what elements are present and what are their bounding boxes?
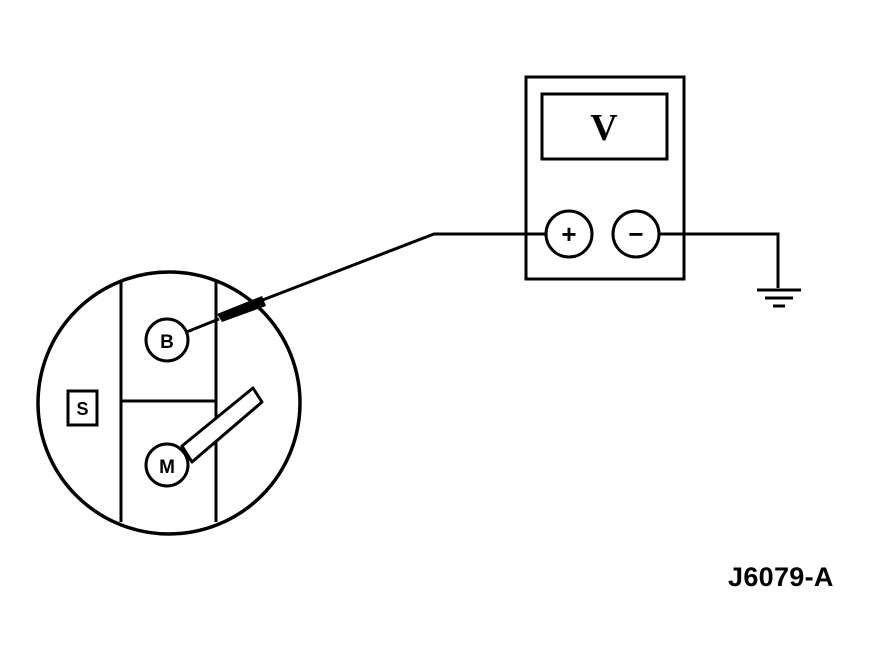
solenoid-outline	[36, 270, 302, 536]
terminal-s	[66, 389, 99, 427]
terminal-m	[144, 442, 190, 488]
terminal-b-label: B	[160, 332, 174, 353]
positive-terminal-symbol: +	[561, 219, 576, 249]
ground-icon	[757, 288, 801, 308]
voltmeter-body	[524, 75, 686, 281]
positive-lead	[183, 232, 546, 335]
probe-tip	[183, 317, 220, 335]
negative-terminal-symbol: −	[628, 219, 643, 249]
solenoid-detail-view: B M S	[36, 270, 302, 536]
voltmeter-display	[540, 92, 669, 161]
terminal-b	[144, 317, 190, 363]
voltmeter: V + −	[524, 75, 686, 281]
motor-strap	[180, 386, 264, 464]
ground-connection	[659, 232, 801, 308]
negative-lead-wire	[659, 232, 780, 288]
voltmeter-display-symbol: V	[590, 107, 618, 149]
terminal-m-label: M	[159, 457, 175, 478]
positive-lead-wire	[259, 232, 546, 303]
terminal-s-label: S	[76, 399, 88, 419]
figure-id: J6079-A	[728, 562, 834, 592]
